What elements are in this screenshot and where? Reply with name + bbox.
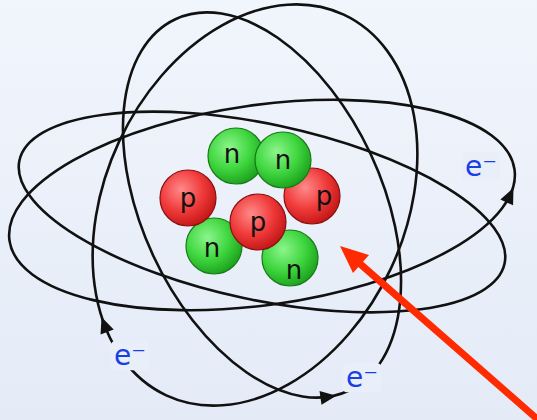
neutron-symbol: n [224, 141, 240, 167]
neutron-circle [262, 230, 318, 286]
proton-circle [160, 170, 216, 226]
proton-symbol: p [316, 183, 333, 209]
proton-circle [284, 168, 340, 224]
neutron-circle [255, 132, 311, 188]
orbit-ellipse [67, 0, 458, 420]
orbit-arrowhead [500, 185, 519, 205]
neutron-symbol: n [204, 235, 220, 261]
neutron-symbol: n [275, 147, 291, 173]
electron-label: e⁻ [343, 363, 381, 392]
pointer-head [340, 246, 369, 273]
electron-label: e⁻ [462, 152, 500, 181]
proton-ball: p [159, 169, 217, 227]
neutron-circle [186, 218, 242, 274]
proton-symbol: p [250, 209, 267, 235]
orbit-arrowhead [95, 315, 114, 335]
neutron-ball: n [254, 131, 312, 189]
orbit-ellipse [30, 0, 479, 420]
proton-circle [230, 194, 286, 250]
orbit-arrowhead [320, 389, 338, 405]
neutron-symbol: n [286, 257, 302, 283]
electron-label: e⁻ [111, 341, 149, 370]
proton-symbol: p [180, 185, 197, 211]
pointer-shaft [358, 262, 537, 420]
orbit-ellipse [0, 70, 528, 339]
proton-ball: p [229, 193, 287, 251]
orbit-ellipse [1, 74, 523, 349]
